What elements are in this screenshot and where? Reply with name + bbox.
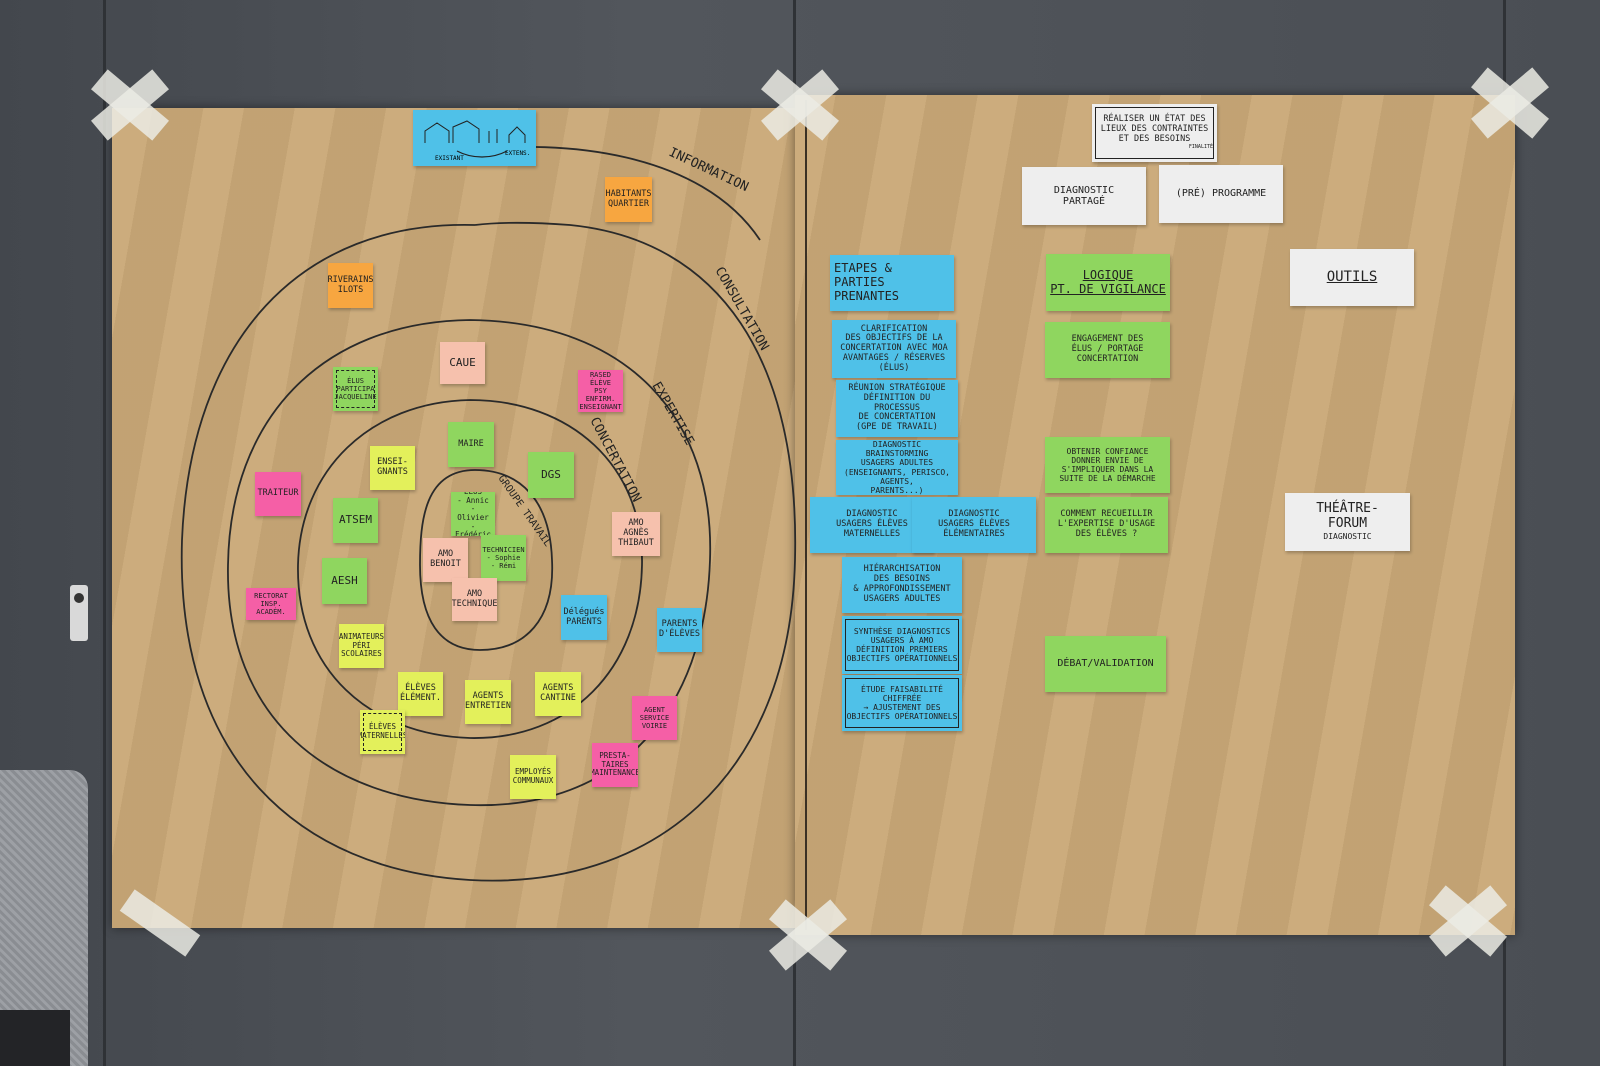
ring-groupe-travail	[419, 469, 554, 651]
ring-label-information: INFORMATION	[666, 145, 750, 195]
sticky-note: PARENTS D'ÉLÈVES	[657, 608, 702, 652]
sticky-note: PRESTA- TAIRES MAINTENANCE	[592, 743, 638, 787]
sticky-note: ÉLÈVES MATERNELLES	[360, 710, 405, 754]
sticky-note: AMO AGNÈS THIBAUT	[612, 512, 660, 556]
sticky-note: RASED ÉLÈVE PSY ENFIRM. ENSEIGNANT	[578, 370, 623, 412]
sticky-note: AMO TECHNIQUE	[452, 578, 497, 621]
card-pre-programme: (PRÉ) PROGRAMME	[1159, 165, 1283, 223]
ring-label-expertise: EXPERTISE	[649, 380, 697, 449]
sticky-note: EMPLOYÉS COMMUNAUX	[510, 755, 556, 799]
sticky-note: HABITANTS QUARTIER	[605, 177, 652, 222]
sticky-note: AGENTS CANTINE	[535, 672, 581, 716]
header-outils: OUTILS	[1290, 249, 1414, 306]
header-etapes: ETAPES & PARTIES PRENANTES	[830, 255, 954, 311]
etape-card: RÉUNION STRATÉGIQUE DÉFINITION DU PROCES…	[836, 380, 958, 437]
ring-expertise	[227, 319, 712, 806]
paper-fold-line	[805, 100, 807, 930]
chair-frame	[0, 1010, 70, 1066]
sticky-note: DGS	[528, 452, 574, 498]
sticky-note: ANIMATEURS PÉRI SCOLAIRES	[339, 624, 384, 668]
card-diagnostic-partage: DIAGNOSTIC PARTAGÉ	[1022, 167, 1146, 225]
outil-card-theatre: THÉÂTRE- FORUM DIAGNOSTIC	[1285, 493, 1410, 551]
outil-theatre-title: THÉÂTRE- FORUM	[1316, 501, 1379, 532]
sticky-note: ÉLUS PARTICIPA JACQUELINE	[333, 367, 378, 411]
svg-text:EXTENS.: EXTENS.	[505, 150, 530, 157]
ring-concertation	[297, 399, 643, 739]
sticky-note: TRAITEUR	[255, 472, 301, 516]
finalite-card: RÉALISER UN ÉTAT DES LIEUX DES CONTRAINT…	[1092, 104, 1217, 162]
sticky-note: AMO BENOIT	[423, 538, 468, 582]
sticky-note: MAIRE	[448, 422, 494, 467]
site-sketch-note: EXISTANT EXTENS.	[413, 110, 536, 166]
ring-label-concertation: CONCERTATION	[586, 415, 643, 505]
logique-card: OBTENIR CONFIANCE DONNER ENVIE DE S'IMPL…	[1045, 437, 1170, 493]
sticky-note: AESH	[322, 558, 367, 604]
etape-card: HIÉRARCHISATION DES BESOINS & APPROFONDI…	[842, 557, 962, 613]
etape-card: SYNTHÈSE DIAGNOSTICS USAGERS À AMO DÉFIN…	[842, 616, 962, 674]
svg-text:EXISTANT: EXISTANT	[435, 155, 464, 162]
building-sketch-icon: EXISTANT EXTENS.	[424, 120, 530, 162]
sticky-note: TECHNICIEN - Sophie - Rémi	[481, 535, 526, 581]
ring-label-consultation: CONSULTATION	[712, 265, 772, 354]
logique-card: ENGAGEMENT DES ÉLUS / PORTAGE CONCERTATI…	[1045, 322, 1170, 378]
etape-card: CLARIFICATION DES OBJECTIFS DE LA CONCER…	[832, 320, 956, 378]
sticky-note: ATSEM	[333, 498, 378, 543]
header-logique: LOGIQUE PT. DE VIGILANCE	[1046, 254, 1170, 311]
etape-card: ÉTUDE FAISABILITÉ CHIFFRÉE → AJUSTEMENT …	[842, 675, 962, 731]
outil-theatre-sub: DIAGNOSTIC	[1323, 532, 1372, 542]
sticky-note: AGENT SERVICE VOIRIE	[632, 696, 677, 740]
etape-card: DIAGNOSTIC BRAINSTORMING USAGERS ADULTES…	[836, 440, 958, 495]
sticky-note: Délégués PARENTS	[561, 595, 607, 640]
sticky-note: AGENTS ENTRETIEN	[465, 680, 511, 724]
logique-card: DÉBAT/VALIDATION	[1045, 636, 1166, 692]
sticky-note: ÉLÈVES ÉLÉMENT.	[398, 672, 443, 716]
door-lock	[70, 585, 88, 641]
sticky-note: ÉLUS - Annic - Olivier - Frédéric	[451, 492, 495, 536]
finalite-tag: FINALITÉ	[1188, 143, 1213, 150]
sticky-note: ENSEI- GNANTS	[370, 446, 415, 490]
sticky-note: RIVERAINS ILOTS	[328, 263, 373, 308]
ring-consultation	[180, 221, 797, 882]
finalite-text: RÉALISER UN ÉTAT DES LIEUX DES CONTRAINT…	[1100, 114, 1209, 144]
logique-card: COMMENT RECUEILLIR L'EXPERTISE D'USAGE D…	[1045, 497, 1168, 553]
wall-seam	[103, 0, 106, 1066]
etape-card: DIAGNOSTIC USAGERS ÉLÈVES ÉLÉMENTAIRES	[912, 497, 1036, 553]
sticky-note: RECTORAT INSP. ACADÉM.	[246, 588, 296, 620]
sticky-note: CAUE	[440, 342, 485, 384]
